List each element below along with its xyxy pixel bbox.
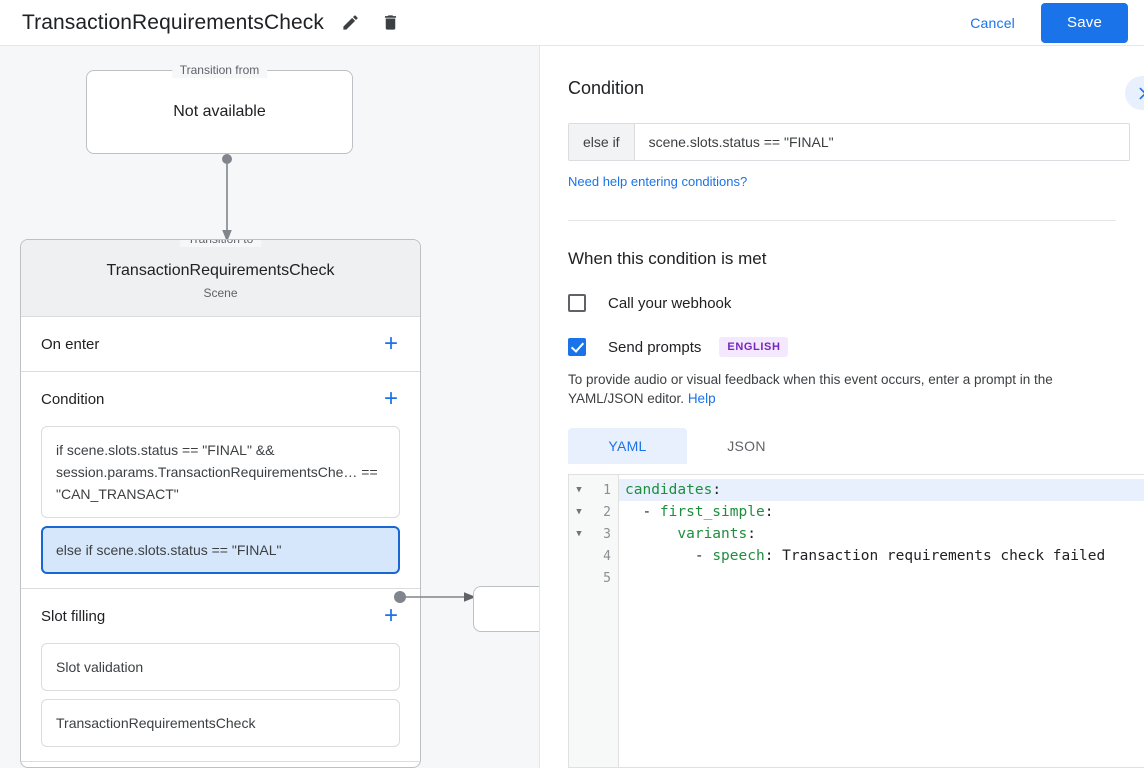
section-title-slot-filling: Slot filling <box>41 607 106 625</box>
scene-type: Scene <box>203 286 238 300</box>
line-number: 5 <box>603 570 611 586</box>
language-badge: ENGLISH <box>719 337 789 357</box>
code-key: variants <box>677 526 748 542</box>
send-prompts-label: Send prompts <box>608 338 702 356</box>
line-number: 4 <box>603 548 611 564</box>
condition-list: if scene.slots.status == "FINAL" && sess… <box>41 426 400 588</box>
transition-from-card: Transition from Not available <box>86 63 353 154</box>
transition-to-legend: Transition to <box>179 240 262 247</box>
when-condition-met-heading: When this condition is met <box>568 249 767 268</box>
when-condition-met-section: When this condition is met Call your web… <box>540 221 1144 464</box>
gutter-line: ▼ 2 <box>569 501 618 523</box>
section-condition: Condition + if scene.slots.status == "FI… <box>21 372 420 589</box>
top-bar: TransactionRequirementsCheck Cancel Save <box>0 0 1144 46</box>
condition-heading: Condition <box>568 78 645 98</box>
gutter-line: ▼ 1 <box>569 479 618 501</box>
help-link[interactable]: Help <box>687 391 716 406</box>
code-indent: - <box>625 504 660 520</box>
section-on-enter: On enter + <box>21 317 420 372</box>
transition-from-legend: Transition from <box>171 63 268 78</box>
code-key: speech <box>712 548 765 564</box>
line-number: 3 <box>603 526 611 542</box>
code-colon: : <box>764 548 774 564</box>
send-prompts-checkbox[interactable] <box>568 338 586 356</box>
code-indent <box>625 526 677 542</box>
section-divider <box>568 220 1116 221</box>
gutter-line: 5 <box>569 567 618 589</box>
code-indent: - <box>625 548 713 564</box>
section-slot-filling: Slot filling + Slot validation Transacti… <box>21 589 420 762</box>
condition-expression-input[interactable]: scene.slots.status == "FINAL" <box>648 134 834 150</box>
chevron-right-icon[interactable] <box>1125 76 1144 110</box>
slot-filling-item[interactable]: Slot validation <box>41 643 400 691</box>
code-line <box>619 567 1144 589</box>
code-colon: : <box>764 504 774 520</box>
gutter-line: 4 <box>569 545 618 567</box>
code-line: candidates: <box>619 479 1144 501</box>
section-header: Condition + <box>41 372 400 426</box>
code-line: variants: <box>619 523 1144 545</box>
line-number: 1 <box>603 482 611 498</box>
webhook-row: Call your webhook <box>568 294 1116 312</box>
code-line: - first_simple: <box>619 501 1144 523</box>
transition-to-header: TransactionRequirementsCheck Scene <box>21 240 420 317</box>
add-slot-filling-button[interactable]: + <box>383 602 398 629</box>
code-value: Transaction requirements check failed <box>773 548 1106 564</box>
section-header: On enter + <box>41 317 400 371</box>
description-text: To provide audio or visual feedback when… <box>568 372 1053 406</box>
connector-horizontal-icon <box>394 591 476 603</box>
section-title-on-enter: On enter <box>41 335 100 353</box>
condition-section: Condition else if scene.slots.status == … <box>540 46 1144 221</box>
gutter-line: ▼ 3 <box>569 523 618 545</box>
send-prompts-row: Send prompts ENGLISH <box>568 337 1116 357</box>
trash-icon[interactable] <box>376 9 404 37</box>
transition-target-stub[interactable] <box>473 586 540 632</box>
line-number: 2 <box>603 504 611 520</box>
code-key: candidates <box>625 482 713 498</box>
send-prompts-description: To provide audio or visual feedback when… <box>568 370 1128 408</box>
page-title: TransactionRequirementsCheck <box>22 10 324 34</box>
add-condition-button[interactable]: + <box>383 385 398 412</box>
yaml-editor[interactable]: ▼ 1 ▼ 2 ▼ 3 4 5 candidates: - first_simp… <box>568 474 1144 768</box>
cancel-button[interactable]: Cancel <box>960 7 1025 39</box>
call-webhook-label: Call your webhook <box>608 294 732 312</box>
code-line: - speech: Transaction requirements check… <box>619 545 1144 567</box>
editor-format-tabs: YAML JSON <box>568 428 1116 464</box>
transition-to-card: Transition to TransactionRequirementsChe… <box>20 239 421 768</box>
code-colon: : <box>747 526 756 542</box>
tab-yaml[interactable]: YAML <box>568 428 687 464</box>
condition-prefix: else if <box>569 124 635 160</box>
tab-json[interactable]: JSON <box>727 438 766 454</box>
editor-gutter: ▼ 1 ▼ 2 ▼ 3 4 5 <box>569 475 619 767</box>
scene-name: TransactionRequirementsCheck <box>106 262 335 279</box>
fold-arrow-icon[interactable]: ▼ <box>576 507 582 517</box>
fold-arrow-icon[interactable]: ▼ <box>576 529 582 539</box>
code-key: first_simple <box>659 504 765 520</box>
editor-code-area[interactable]: candidates: - first_simple: variants: - … <box>619 475 1144 767</box>
slot-filling-item[interactable]: TransactionRequirementsCheck <box>41 699 400 747</box>
slot-filling-list: Slot validation TransactionRequirementsC… <box>41 643 400 761</box>
add-on-enter-button[interactable]: + <box>383 330 398 357</box>
call-webhook-checkbox[interactable] <box>568 294 586 312</box>
condition-expression-field[interactable]: else if scene.slots.status == "FINAL" <box>568 123 1130 161</box>
connector-vertical-icon <box>222 154 232 242</box>
condition-help-link[interactable]: Need help entering conditions? <box>568 174 748 189</box>
section-title-condition: Condition <box>41 390 105 408</box>
save-button[interactable]: Save <box>1041 2 1128 43</box>
transition-canvas: Transition from Not available Transition… <box>0 46 540 768</box>
section-header: Slot filling + <box>41 589 400 643</box>
condition-item-selected[interactable]: else if scene.slots.status == "FINAL" <box>41 526 400 574</box>
code-colon: : <box>712 482 722 498</box>
pencil-icon[interactable] <box>336 9 364 37</box>
fold-arrow-icon[interactable]: ▼ <box>576 485 582 495</box>
panel-divider <box>539 46 540 768</box>
condition-item[interactable]: if scene.slots.status == "FINAL" && sess… <box>41 426 400 518</box>
transition-from-value: Not available <box>173 103 266 120</box>
